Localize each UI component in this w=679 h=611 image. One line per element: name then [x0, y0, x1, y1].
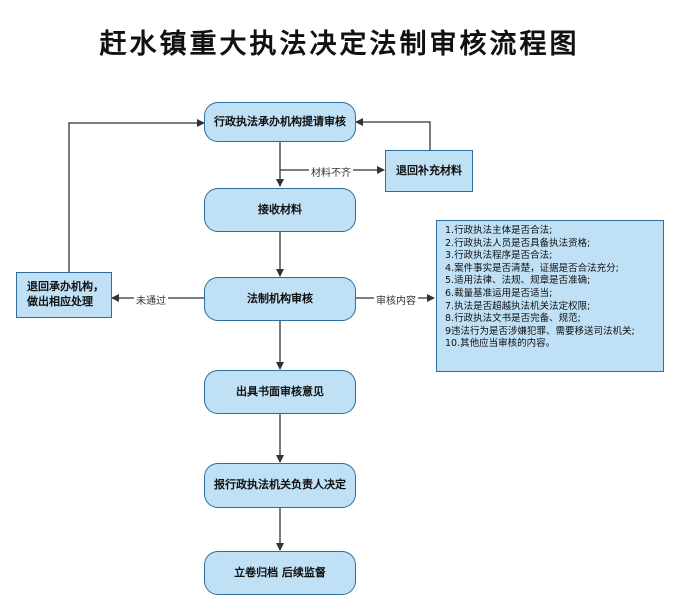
node-submit-label: 行政执法承办机构提请审核 — [214, 114, 346, 128]
node-receive-label: 接收材料 — [258, 202, 302, 216]
node-supplement-label: 退回补充材料 — [396, 163, 462, 177]
node-opinion-label: 出具书面审核意见 — [236, 384, 324, 398]
checklist-item: 10.其他应当审核的内容。 — [445, 338, 556, 350]
node-archive: 立卷归档 后续监督 — [204, 551, 356, 595]
checklist-item: 1.行政执法主体是否合法; — [445, 225, 553, 236]
node-return-line1: 退回承办机构， — [27, 280, 104, 294]
node-submit: 行政执法承办机构提请审核 — [204, 102, 356, 142]
edge-label-review-content: 审核内容 — [374, 292, 418, 307]
node-review: 法制机构审核 — [204, 277, 356, 321]
checklist-item: 5.适用法律、法规、规章是否准确; — [445, 275, 591, 287]
checklist-item: 2.行政执法人员是否具备执法资格; — [445, 237, 591, 249]
review-checklist: 1.行政执法主体是否合法; 2.行政执法人员是否具备执法资格; 3.行政执法程序… — [436, 220, 664, 372]
edge-label-not-passed: 未通过 — [134, 292, 168, 307]
checklist-item: 4.案件事实是否清楚，证据是否合法充分; — [445, 262, 619, 274]
node-opinion: 出具书面审核意见 — [204, 370, 356, 414]
edge-label-incomplete: 材料不齐 — [309, 164, 353, 179]
node-archive-label: 立卷归档 后续监督 — [234, 565, 326, 579]
page-title: 赶水镇重大执法决定法制审核流程图 — [99, 29, 580, 60]
checklist-item: 8.行政执法文书是否完备、规范; — [445, 313, 581, 325]
checklist-item: 6.裁量基准运用是否适当; — [445, 287, 553, 299]
node-decision: 报行政执法机关负责人决定 — [204, 463, 356, 508]
node-receive: 接收材料 — [204, 188, 356, 232]
checklist-item: 9违法行为是否涉嫌犯罪、需要移送司法机关; — [445, 325, 635, 337]
arrow-return-to-submit — [68, 119, 205, 272]
node-review-label: 法制机构审核 — [247, 291, 313, 305]
node-return-left: 退回承办机构， 做出相应处理 — [16, 272, 112, 318]
checklist-item: 7.执法是否超越执法机关法定权限; — [445, 300, 591, 312]
node-decision-label: 报行政执法机关负责人决定 — [214, 478, 346, 492]
node-return-line2: 做出相应处理 — [27, 295, 93, 308]
checklist-item: 3.行政执法程序是否合法; — [445, 250, 553, 262]
arrow-supplement-to-submit — [355, 118, 431, 150]
node-supplement: 退回补充材料 — [385, 150, 473, 192]
